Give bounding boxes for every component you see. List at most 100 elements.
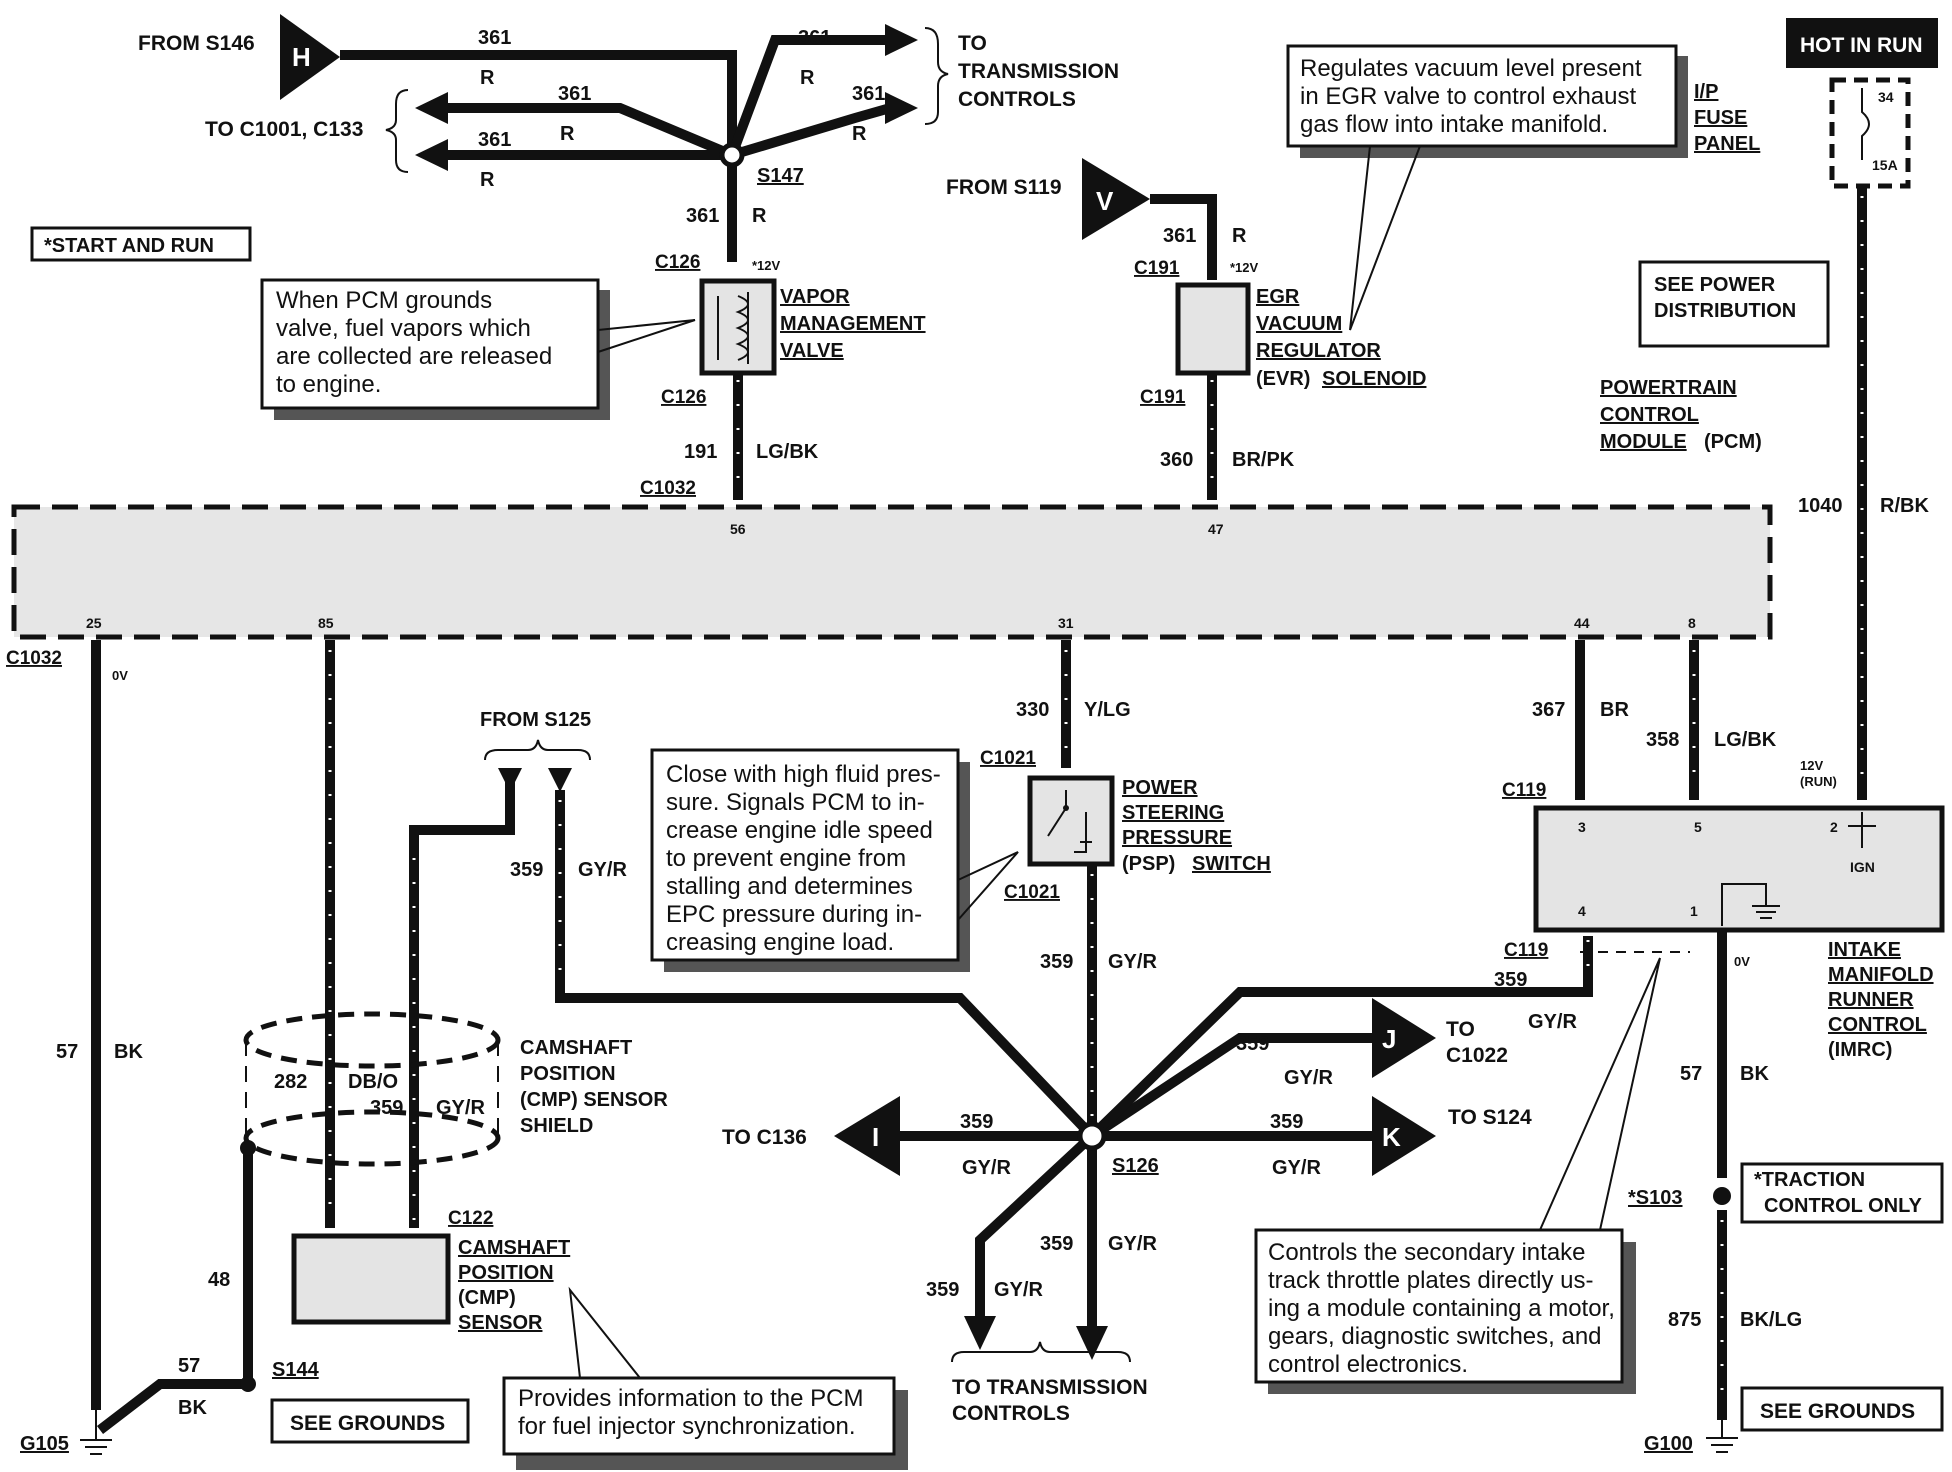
connector-v-letter: V xyxy=(1096,186,1114,216)
wire-359-label-c1022: 359 xyxy=(1236,1033,1269,1055)
psp-note-line-3: crease engine idle speed xyxy=(666,817,933,844)
wire-361-label-a: 361 xyxy=(478,27,511,49)
vapor-note-box xyxy=(260,278,600,410)
traction-control-l2: CONTROL ONLY xyxy=(1764,1195,1922,1217)
wire-r-label-a: R xyxy=(480,67,495,89)
c126-bottom-label: C126 xyxy=(661,387,706,408)
cmp-sensor-l3: (CMP) xyxy=(458,1287,516,1309)
wire-358-label: 358 xyxy=(1646,729,1679,751)
wire-48-label: 48 xyxy=(208,1269,230,1291)
wire-brpk-label: BR/PK xyxy=(1232,449,1295,471)
brace-to-c1001 xyxy=(385,89,409,173)
wire-359-label-s124: 359 xyxy=(1270,1111,1303,1133)
splice-s144 xyxy=(240,1376,256,1392)
wire-br-label: BR xyxy=(1600,699,1629,721)
splice-s126 xyxy=(1077,1121,1107,1151)
evr-l4b: SOLENOID xyxy=(1322,368,1426,390)
pcm-pin-56: 56 xyxy=(730,521,746,537)
wire-57-label-right: 57 xyxy=(1680,1063,1702,1085)
wire-57-bk-s144 xyxy=(96,1379,248,1434)
see-grounds-left-label: SEE GROUNDS xyxy=(290,1412,445,1435)
from-s125-label: FROM S125 xyxy=(480,709,591,731)
wire-359-cmp xyxy=(409,780,515,1228)
ground-g105-label: G105 xyxy=(20,1433,69,1455)
cmp-sensor-box xyxy=(291,1233,451,1325)
vapor-valve-solenoid-icon xyxy=(717,292,749,364)
wire-330-label: 330 xyxy=(1016,699,1049,721)
imrc-internal-ground-icon xyxy=(1721,883,1780,926)
vapor-note-line-2: valve, fuel vapors which xyxy=(276,315,531,342)
wire-gyr-label-trans-a: GY/R xyxy=(1108,1233,1157,1255)
psp-note-box xyxy=(650,748,960,962)
pcm-module-box xyxy=(11,504,1773,640)
wire-r-label-e: R xyxy=(852,123,867,145)
to-c1022-l1: TO xyxy=(1446,1018,1475,1041)
cmp-sensor-l4: SENSOR xyxy=(458,1312,543,1334)
wire-r-label-b: R xyxy=(560,123,575,145)
psp-note-line-5: stalling and determines xyxy=(666,873,913,900)
s147-wires xyxy=(340,35,892,262)
cmp-sensor-l1: CAMSHAFT xyxy=(458,1237,570,1259)
wire-367-label: 367 xyxy=(1532,699,1565,721)
cmp-shield-l2: POSITION xyxy=(520,1063,616,1085)
splice-s126-label: S126 xyxy=(1112,1155,1159,1177)
psp-l4a: (PSP) xyxy=(1122,853,1175,875)
connector-i-flag xyxy=(834,1096,900,1176)
imrc-l5: (IMRC) xyxy=(1828,1039,1892,1061)
imrc-l2: MANIFOLD xyxy=(1828,964,1934,986)
pcm-pin-31: 31 xyxy=(1058,615,1074,631)
splice-s144-label: S144 xyxy=(272,1359,320,1381)
imrc-pin-1: 1 xyxy=(1690,903,1698,919)
brace-to-transmission xyxy=(924,27,949,125)
vapor-valve-l2: MANAGEMENT xyxy=(780,313,926,335)
c1032-top-label: C1032 xyxy=(640,478,696,499)
s125-arrow-1 xyxy=(498,768,522,792)
wire-359-label-s125: 359 xyxy=(510,859,543,881)
wire-361-label-f: 361 xyxy=(686,205,719,227)
vapor-valve-l1: VAPOR xyxy=(780,286,850,308)
fuse-panel-l2: FUSE xyxy=(1694,107,1747,129)
cmp-shield-l1: CAMSHAFT xyxy=(520,1037,632,1059)
wire-359-label-trans-b: 359 xyxy=(926,1279,959,1301)
psp-l3: PRESSURE xyxy=(1122,827,1232,849)
connector-j-letter: J xyxy=(1382,1024,1396,1054)
connector-v-flag xyxy=(1082,158,1150,240)
imrc-module-box xyxy=(1533,805,1945,933)
to-s124-label: TO S124 xyxy=(1448,1106,1532,1129)
vapor-note-line-3: are collected are released xyxy=(276,343,552,370)
cmp-shield-bottom xyxy=(243,1109,501,1167)
connector-k-letter: K xyxy=(1382,1122,1401,1152)
c191-top-label: C191 xyxy=(1134,258,1180,279)
c126-top-label: C126 xyxy=(655,252,700,273)
splice-s103 xyxy=(1713,1187,1731,1205)
wire-dbo-label: DB/O xyxy=(348,1071,398,1093)
see-power-distribution-box xyxy=(1638,260,1830,348)
hot-in-run-box xyxy=(1786,18,1938,68)
fuse-panel-l1: I/P xyxy=(1694,81,1718,103)
cmp-note-box xyxy=(502,1376,896,1456)
v12run-label-2: (RUN) xyxy=(1800,774,1837,789)
cmp-note-line-1: Provides information to the PCM xyxy=(518,1385,863,1412)
imrc-note-line-1: Controls the secondary intake xyxy=(1268,1239,1586,1266)
wire-875-label: 875 xyxy=(1668,1309,1701,1331)
v0-label-right: 0V xyxy=(1734,954,1750,969)
v12-label-evr: *12V xyxy=(1230,260,1259,275)
wire-359-label-cmp: 359 xyxy=(370,1097,403,1119)
psp-note-line-2: sure. Signals PCM to in- xyxy=(666,789,925,816)
c1021-top-label: C1021 xyxy=(980,748,1036,769)
arrow-to-trans-2 xyxy=(885,92,918,124)
cmp-shield-l4: SHIELD xyxy=(520,1115,593,1137)
to-c136-label: TO C136 xyxy=(722,1126,807,1149)
c119-bottom-label: C119 xyxy=(1504,940,1548,961)
vapor-valve-l3: VALVE xyxy=(780,340,844,362)
ground-g105-icon xyxy=(80,1410,112,1455)
psp-switch-box xyxy=(1027,775,1115,867)
pcm-label-l3b: (PCM) xyxy=(1704,431,1762,453)
evr-l4a: (EVR) xyxy=(1256,368,1310,390)
wire-gyr-label-s125: GY/R xyxy=(578,859,627,881)
wire-gyr-label-trans-b: GY/R xyxy=(994,1279,1043,1301)
fuse-number: 34 xyxy=(1878,89,1894,105)
psp-l1: POWER xyxy=(1122,777,1198,799)
wire-359-label-trans-a: 359 xyxy=(1040,1233,1073,1255)
